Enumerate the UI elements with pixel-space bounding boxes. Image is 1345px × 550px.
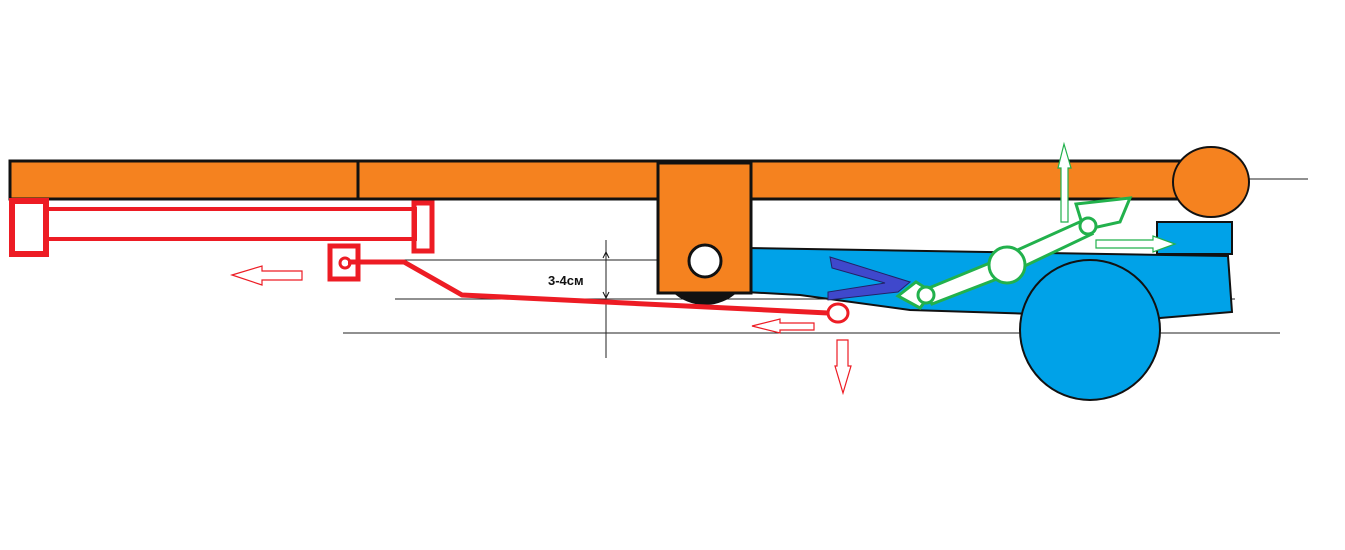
dimension-arrow-bottom-icon (602, 291, 610, 300)
red-arrow-left-small-icon (751, 318, 815, 334)
orange-beam-left (8, 159, 362, 201)
red-cylinder-cap-right (411, 200, 435, 254)
red-arrow-left-icon (230, 265, 303, 286)
green-joint-lower (916, 285, 936, 305)
blue-wheel (1019, 259, 1161, 401)
direction-arrows (230, 141, 1177, 396)
green-arrow-up-icon (1057, 141, 1072, 223)
green-joint-middle (987, 245, 1027, 285)
red-cylinder-cap-left (9, 198, 49, 257)
green-joint-upper (1078, 216, 1098, 236)
blue-block (1156, 221, 1233, 255)
purple-lever (827, 256, 912, 301)
orange-end-roller (1172, 146, 1250, 218)
bracket-hole (687, 243, 723, 279)
red-arrow-down-icon (834, 339, 852, 396)
red-linkage (9, 198, 850, 324)
orange-frame (8, 146, 1250, 295)
red-cylinder-body (43, 207, 417, 241)
green-linkage (895, 196, 1133, 310)
dimension-label: 3-4см (548, 273, 584, 288)
dimension-marker (602, 250, 610, 300)
dimension-arrow-top-icon (602, 250, 610, 259)
green-arrow-right-icon (1095, 235, 1177, 253)
red-rod-end (826, 302, 850, 324)
red-pull-rod (348, 259, 829, 316)
